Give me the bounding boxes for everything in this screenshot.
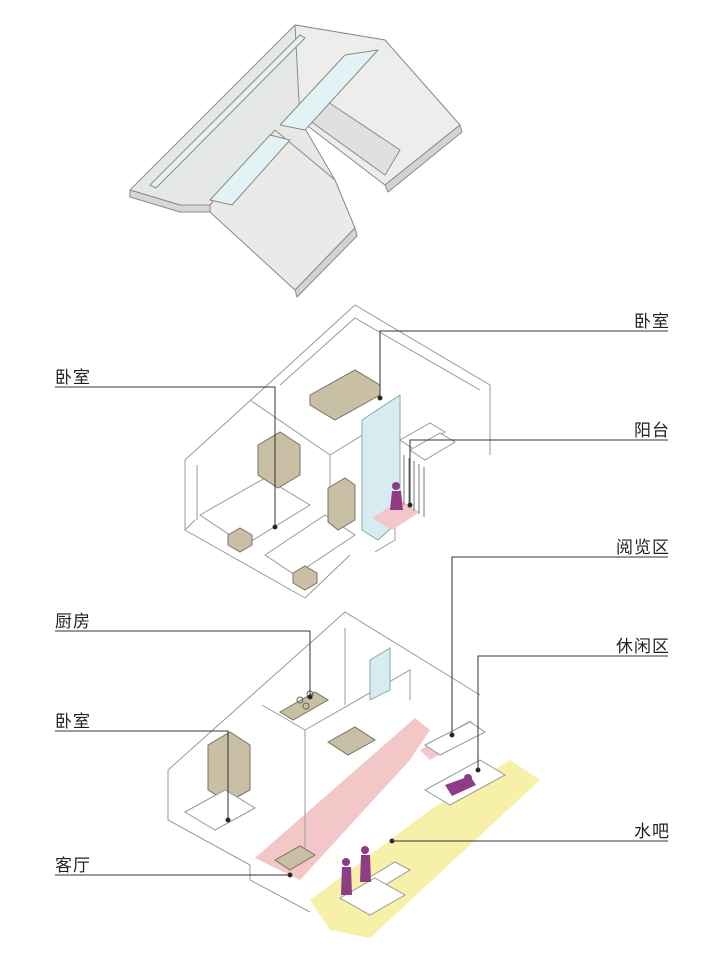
leader-lower-bedroom <box>55 730 229 820</box>
label-upper-bedroom-left: 卧室 <box>55 368 91 388</box>
label-balcony: 阳台 <box>634 421 670 441</box>
figure-upper <box>390 482 403 510</box>
leader-upper-bedroom-right <box>379 330 668 398</box>
leader-balcony <box>409 439 668 505</box>
label-reading-area: 阅览区 <box>616 538 670 558</box>
upper-wall-back <box>279 317 481 391</box>
label-kitchen: 厨房 <box>55 612 91 632</box>
leader-upper-bedroom-left <box>55 386 276 527</box>
wardrobe-lower <box>207 731 251 803</box>
figure-lower-1 <box>341 858 352 895</box>
label-upper-bedroom-right: 卧室 <box>634 312 670 332</box>
label-lower-bedroom: 卧室 <box>55 712 91 732</box>
pink-zone <box>255 718 430 880</box>
balcony-glass <box>361 394 401 541</box>
label-leisure-area: 休闲区 <box>616 637 670 657</box>
figure-lower-3 <box>445 774 476 796</box>
wardrobe-upper <box>257 431 301 489</box>
lower-floor <box>167 611 540 938</box>
leader-kitchen <box>55 630 311 697</box>
kitchen-counter <box>279 691 329 721</box>
label-living-room: 客厅 <box>55 856 91 876</box>
roof-right-edge <box>384 124 463 193</box>
figure-lower-2 <box>360 846 371 882</box>
upper-wall-top <box>184 304 491 461</box>
label-water-bar: 水吧 <box>634 822 670 842</box>
upper-floor <box>184 304 491 599</box>
skylight-ridge <box>149 34 306 189</box>
leader-lines <box>55 330 668 878</box>
skylight-upper <box>279 49 379 131</box>
leader-leisure <box>477 655 668 770</box>
bed-2 <box>264 514 356 576</box>
roof <box>129 24 463 298</box>
balcony-floor <box>372 500 420 530</box>
roof-lower-wing-edge <box>294 227 358 298</box>
bed-1 <box>199 477 311 546</box>
skylight-lower <box>209 134 291 206</box>
leader-reading <box>451 556 668 735</box>
